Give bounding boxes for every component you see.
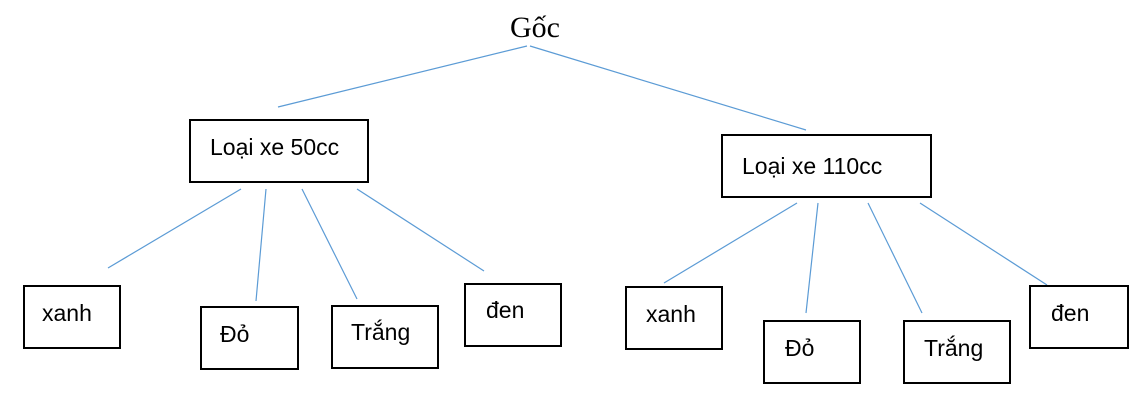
leaf-node-50cc-trang: Trắng: [331, 305, 439, 369]
connector-110cc-trang: [867, 202, 923, 314]
leaf-node-50cc-do: Đỏ: [200, 306, 299, 370]
leaf-node-110cc-xanh: xanh: [625, 286, 723, 350]
connector-50cc-den: [356, 188, 485, 272]
branch-node-label: Loại xe 50cc: [210, 134, 340, 160]
leaf-node-50cc-den: đen: [464, 283, 562, 347]
leaf-node-label: xanh: [42, 300, 92, 326]
branch-node-label: Loại xe 110cc: [742, 153, 883, 179]
leaf-node-label: Trắng: [351, 319, 411, 345]
connector-root-branch-50cc: [277, 45, 528, 108]
root-node-label: Gốc: [510, 11, 560, 44]
leaf-node-50cc-xanh: xanh: [23, 285, 121, 349]
leaf-node-110cc-do: Đỏ: [763, 320, 861, 384]
leaf-node-label: đen: [1051, 300, 1090, 326]
leaf-node-label: xanh: [646, 301, 696, 327]
connector-110cc-den: [919, 202, 1048, 286]
connector-50cc-do: [255, 188, 267, 302]
leaf-node-110cc-den: đen: [1029, 285, 1129, 349]
connector-root-branch-110cc: [529, 45, 807, 131]
connector-110cc-xanh: [663, 202, 798, 284]
leaf-node-110cc-trang: Trắng: [903, 320, 1011, 384]
branch-node-110cc: Loại xe 110cc: [721, 134, 932, 198]
leaf-node-label: Trắng: [924, 335, 984, 361]
connector-50cc-xanh: [107, 188, 242, 269]
connector-50cc-trang: [301, 188, 358, 300]
leaf-node-label: đen: [486, 297, 525, 323]
branch-node-50cc: Loại xe 50cc: [189, 119, 369, 183]
connector-110cc-do: [805, 202, 819, 314]
leaf-node-label: Đỏ: [785, 335, 815, 361]
leaf-node-label: Đỏ: [220, 321, 250, 347]
